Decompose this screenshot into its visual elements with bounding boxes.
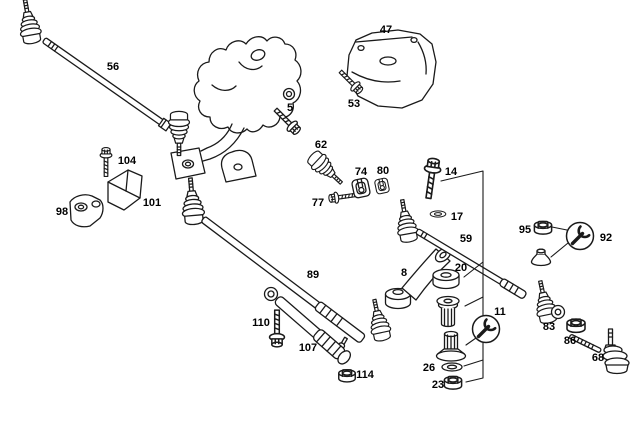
part-label-95: 95	[519, 224, 531, 236]
part-label-89: 89	[307, 269, 319, 281]
part-86-nut	[566, 318, 586, 334]
part-114-nut	[338, 369, 356, 383]
part-17-washer	[429, 210, 447, 218]
part-label-62: 62	[315, 139, 327, 151]
part-label-14: 14	[445, 166, 458, 178]
part-label-86: 86	[564, 335, 576, 347]
part-label-68: 68	[592, 352, 604, 364]
part-59-tie-rod	[391, 197, 560, 326]
part-label-110: 110	[252, 317, 270, 329]
part-label-56: 56	[107, 61, 119, 73]
part-107-steering-damper	[263, 286, 352, 365]
part-label-92: 92	[600, 232, 612, 244]
part-83-bushing	[550, 304, 566, 320]
part-95-nut	[533, 220, 553, 235]
part-68-tie-rod-end	[569, 328, 630, 375]
part-label-23: 23	[432, 379, 444, 391]
part-62-tie-rod-end	[304, 147, 349, 191]
part-14-bolt	[419, 156, 443, 201]
part-label-74: 74	[355, 166, 368, 178]
part-label-98: 98	[56, 206, 68, 218]
part-47-mounting-bracket	[346, 29, 437, 109]
part-89-drag-link	[178, 176, 394, 349]
part-label-8: 8	[401, 267, 407, 279]
part-label-83: 83	[543, 321, 555, 333]
part-26-washer	[441, 362, 463, 372]
part-label-53: 53	[348, 98, 360, 110]
part-label-101: 101	[143, 197, 161, 209]
kit-11-leader-lines	[440, 170, 484, 383]
part-label-80: 80	[377, 165, 389, 177]
part-74-clamp	[350, 176, 372, 200]
part-101-bracket	[107, 169, 143, 211]
part-label-17: 17	[451, 211, 463, 223]
part-23-nut	[443, 375, 463, 390]
lower-spline-bushing	[435, 330, 467, 362]
part-110-bolt	[268, 309, 286, 348]
steering-gearbox	[170, 36, 302, 183]
upper-spline-bushing	[436, 295, 460, 328]
wrench-icon	[470, 313, 502, 345]
part-label-26: 26	[423, 362, 435, 374]
wrench-icon	[564, 220, 596, 252]
part-77-bolt	[327, 188, 358, 205]
part-label-77: 77	[312, 197, 324, 209]
part-label-104: 104	[118, 155, 137, 167]
part-98-bracket	[69, 194, 104, 228]
part-92-repair-kit	[564, 220, 596, 252]
part-label-11: 11	[494, 306, 506, 318]
dust-cap	[530, 248, 552, 267]
part-label-59: 59	[460, 233, 472, 245]
part-label-114: 114	[356, 369, 375, 381]
part-11-repair-kit	[470, 313, 502, 345]
kit-92-leader-lines	[550, 226, 569, 258]
part-label-5: 5	[287, 102, 293, 114]
part-80-clamp	[373, 177, 391, 195]
part-label-47: 47	[380, 24, 392, 36]
part-label-20: 20	[455, 262, 467, 274]
part-56-tie-rod	[14, 0, 191, 157]
part-label-107: 107	[299, 342, 317, 354]
part-104-screw	[99, 147, 113, 177]
part-labels: 56 5 104 101 98 47 53 62 74 80 77 14 17 …	[56, 24, 612, 391]
part-8-idler-arm	[384, 247, 452, 310]
